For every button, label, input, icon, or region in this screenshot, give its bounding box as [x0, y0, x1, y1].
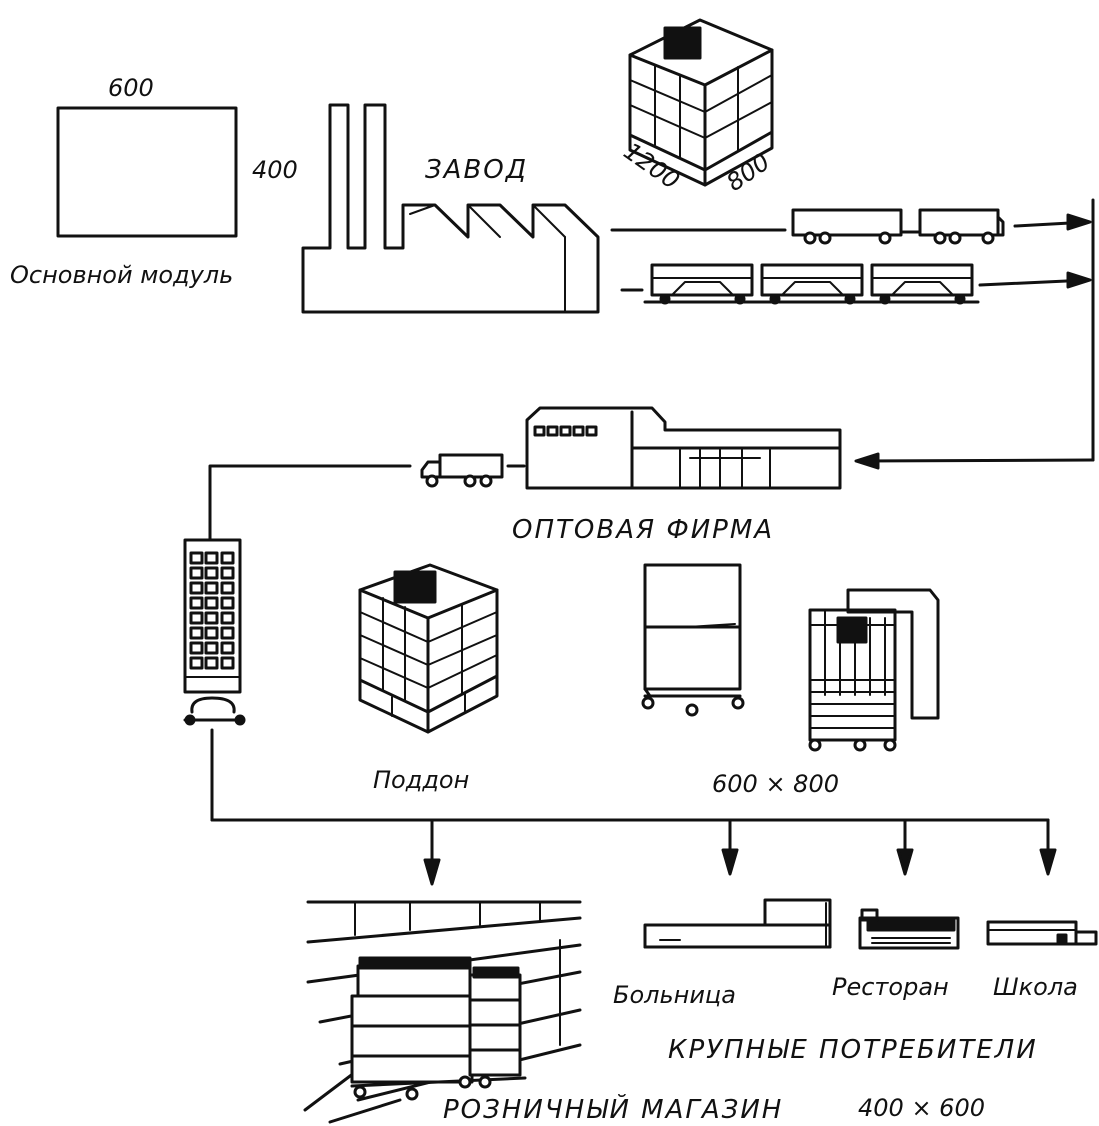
module-width-label: 600	[108, 74, 154, 102]
arrow-icon	[425, 860, 439, 884]
dimension-600x800-label: 600 × 800	[712, 770, 839, 798]
rack-trolley-icon	[185, 540, 244, 724]
pallet-label: Поддон	[373, 766, 469, 794]
wholesale-label: ОПТОВАЯ ФИРМА	[512, 515, 774, 545]
arrow-icon	[898, 850, 912, 874]
arrow-icon	[1041, 850, 1055, 874]
counter-icon	[988, 922, 1096, 944]
warehouse-icon	[527, 408, 840, 488]
delivery-truck-icon	[422, 455, 502, 486]
module-height-label: 400	[252, 156, 298, 184]
truck-trailer-icon	[793, 210, 1003, 243]
arrow-icon	[1068, 273, 1090, 287]
arrow-trunk-to-wholesale	[860, 460, 1093, 461]
counter-icon	[860, 910, 958, 948]
roll-container-icon	[643, 565, 743, 715]
factory-label: ЗАВОД	[425, 155, 528, 185]
dimension-400x600-label: 400 × 600	[858, 1094, 985, 1122]
loaded-pallet-icon	[360, 565, 497, 732]
arrow-icon	[856, 454, 878, 468]
large-consumers-label: КРУПНЫЕ ПОТРЕБИТЕЛИ	[668, 1035, 1038, 1065]
arrow-icon	[1068, 215, 1090, 229]
arrow-icon	[723, 850, 737, 874]
rail-wagon-icon	[645, 265, 978, 303]
module-rectangle-icon	[58, 108, 236, 236]
retail-store-label: РОЗНИЧНЫЙ МАГАЗИН	[443, 1093, 783, 1125]
counter-icon	[645, 900, 830, 947]
shop-shelf-icon	[305, 902, 580, 1122]
factory-icon	[303, 105, 598, 312]
school-label: Школа	[993, 973, 1078, 1001]
line-wholesale-to-rack	[210, 466, 410, 540]
restaurant-label: Ресторан	[832, 973, 949, 1001]
module-caption: Основной модуль	[10, 261, 233, 289]
cage-container-icon	[810, 590, 938, 750]
hospital-label: Больница	[613, 981, 736, 1009]
